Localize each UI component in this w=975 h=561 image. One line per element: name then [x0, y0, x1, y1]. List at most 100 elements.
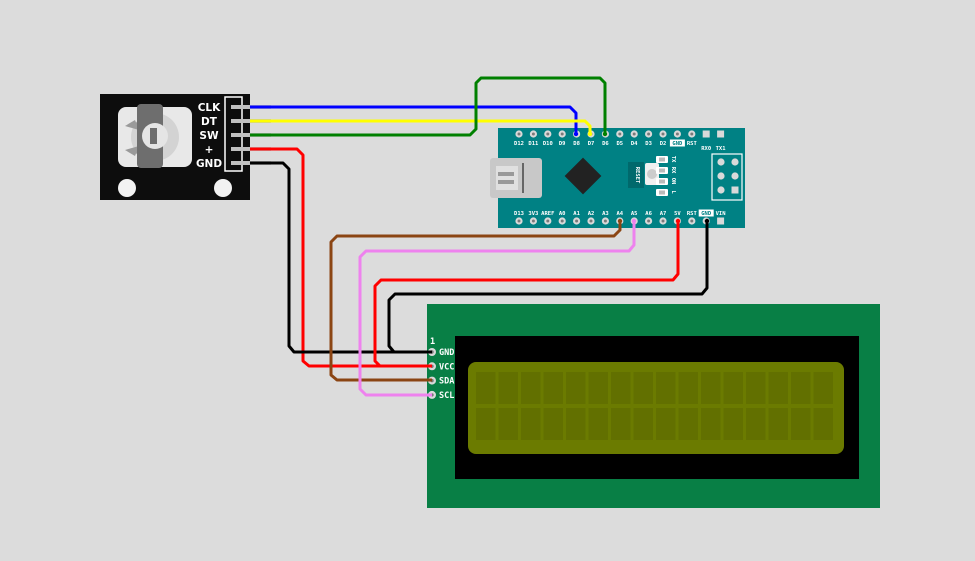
lcd-char-cell — [476, 408, 496, 440]
nano-pin-hole — [618, 132, 622, 136]
nano-pin-label: A4 — [616, 211, 623, 217]
status-led-lens — [659, 190, 665, 195]
nano-pin-label: RST — [687, 141, 698, 147]
nano-pin-label: A5 — [631, 211, 638, 217]
nano-pin-hole — [647, 132, 651, 136]
wire-end — [675, 218, 681, 224]
lcd-char-cell — [543, 408, 563, 440]
nano-pin-label: 3V3 — [528, 211, 538, 217]
wire-5v-lcd[interactable] — [373, 221, 680, 368]
icsp-pin[interactable] — [731, 158, 739, 166]
nano-pin-label: VIN — [716, 211, 726, 217]
lcd-char-cell — [588, 408, 608, 440]
lcd-char-cell — [633, 408, 653, 440]
icsp-header-outline — [711, 153, 743, 201]
usb-shield-line — [522, 163, 524, 193]
encoder-pin-label: SW — [199, 130, 219, 142]
lcd-char-cell — [701, 372, 721, 404]
wire-sda-a4[interactable] — [329, 221, 622, 382]
nano-gnd-label-bg — [669, 139, 685, 147]
usb-port — [496, 166, 518, 190]
nano-pin-label: D7 — [588, 141, 595, 147]
wire-vcc-encoder-lcd[interactable] — [250, 147, 432, 368]
lcd-char-cell — [768, 372, 788, 404]
wire-gnd-encoder-lcd[interactable] — [250, 161, 432, 354]
lcd-pin-label: VCC — [439, 362, 454, 372]
encoder-pin-label: GND — [196, 158, 222, 170]
lcd-pin-label: SDA — [439, 377, 454, 387]
nano-pin-hole — [647, 219, 651, 223]
nano-pin-label: GND — [701, 211, 712, 217]
nano-pin-hole — [589, 219, 593, 223]
lcd-char-cell — [746, 408, 766, 440]
nano-pin-hole — [661, 219, 665, 223]
nano-pin-label: AREF — [541, 211, 554, 217]
status-led-lens — [659, 157, 665, 162]
nano-pin-hole — [632, 132, 636, 136]
nano-pin-hole — [603, 219, 607, 223]
lcd-pin-label: SCL — [439, 391, 454, 401]
icsp-pin[interactable] — [717, 186, 725, 194]
nano-pin-label: A2 — [588, 211, 595, 217]
wire-scl-a5[interactable] — [358, 221, 636, 397]
nano-pin[interactable] — [717, 130, 725, 138]
icsp-pin[interactable] — [717, 172, 725, 180]
lcd-char-cell — [813, 372, 833, 404]
nano-pin-label: D9 — [559, 141, 566, 147]
encoder-shaft-flat — [150, 128, 157, 144]
lcd-char-cell — [678, 372, 698, 404]
nano-pin[interactable] — [717, 217, 725, 225]
encoder-pin-label: + — [205, 144, 214, 156]
led-label: TX — [670, 156, 676, 163]
nano-pin-label: A0 — [559, 211, 566, 217]
icsp-pin[interactable] — [717, 158, 725, 166]
wire-dt-d7[interactable] — [250, 119, 592, 134]
status-led-lens — [659, 168, 665, 173]
led-label: L — [670, 190, 676, 194]
nano-pin-label: 5V — [674, 211, 681, 217]
lcd-char-cell — [588, 372, 608, 404]
lcd-pin1-marker: 1 — [430, 337, 435, 347]
wire-sw-d6[interactable] — [250, 76, 607, 137]
lcd-char-cell — [791, 408, 811, 440]
wire-end — [587, 131, 593, 137]
lcd-char-cell — [723, 408, 743, 440]
wire-end — [573, 131, 579, 137]
led-label: ON — [670, 178, 676, 185]
wire-end — [631, 218, 637, 224]
nano-pin-hole — [546, 219, 550, 223]
led-label: RX — [670, 167, 676, 174]
lcd-char-cell — [746, 372, 766, 404]
lcd-char-cell — [678, 408, 698, 440]
nano-pin-label: D13 — [514, 211, 524, 217]
encoder-pin-label: DT — [201, 116, 218, 128]
nano-pin-hole — [531, 132, 535, 136]
nano-pin-hole — [690, 132, 694, 136]
lcd-char-cell — [476, 372, 496, 404]
lcd-char-cell — [611, 372, 631, 404]
nano-pin[interactable] — [702, 130, 710, 138]
nano-pin-hole — [517, 132, 521, 136]
lcd-char-cell — [656, 408, 676, 440]
nano-pin-label: D4 — [631, 141, 638, 147]
nano-pin-label: A1 — [573, 211, 580, 217]
lcd-char-cell — [521, 408, 541, 440]
lcd-char-cell — [723, 372, 743, 404]
lcd-pin-label: GND — [439, 348, 454, 358]
status-led-lens — [659, 179, 665, 184]
wire-clk-d8[interactable] — [250, 105, 578, 134]
nano-pin-label: RST — [687, 211, 698, 217]
usb-port-detail — [498, 172, 514, 184]
wire-gnd-nano-lcd[interactable] — [387, 221, 709, 354]
icsp-pin[interactable] — [731, 172, 739, 180]
nano-pin-label: A3 — [602, 211, 609, 217]
nano-pin-label: TX1 — [716, 146, 727, 152]
icsp-pin[interactable] — [731, 186, 739, 194]
nano-pin-label: D8 — [573, 141, 580, 147]
nano-pin-label: D3 — [645, 141, 652, 147]
lcd-1602-i2c[interactable]: 1 GND VCC SDA SCL — [427, 304, 880, 508]
reset-button-cap[interactable] — [647, 169, 657, 179]
